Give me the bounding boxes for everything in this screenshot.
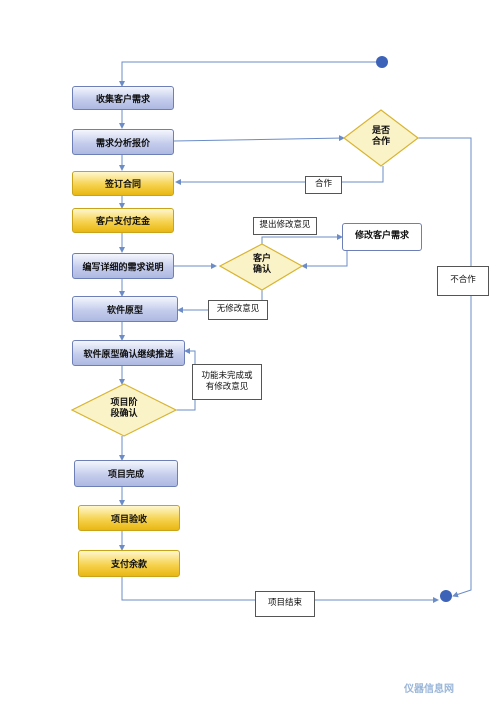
start-dot: [376, 56, 388, 68]
prototype-advance-box: 软件原型确认继续推进: [72, 340, 185, 366]
cooperate-line2: 合作: [371, 136, 390, 147]
revise-requirements-box: 修改客户需求: [342, 223, 422, 251]
project-complete-box: 项目完成: [74, 460, 178, 487]
project-end-note: 项目结束: [255, 591, 315, 617]
feedback-note: 提出修改意见: [253, 217, 317, 235]
prototype-box: 软件原型: [72, 296, 178, 322]
stage-line1: 项目阶: [110, 398, 138, 408]
confirm-diamond: [218, 243, 304, 291]
incomplete-note: 功能未完成或 有修改意见: [192, 364, 262, 400]
edge-not-cooperate-to-end: [418, 137, 472, 598]
cooperate-diamond: [343, 109, 419, 167]
deposit-box: 客户支付定金: [72, 208, 174, 233]
write-spec-box: 编写详细的需求说明: [72, 253, 174, 279]
edge-cooperate-to-contract: [175, 166, 384, 185]
no-change-note: 无修改意见: [208, 300, 268, 320]
edge-balance-to-end: [121, 577, 439, 603]
stage-line2: 段确认: [110, 408, 138, 419]
watermark-logo: 仪器信息网: [404, 684, 454, 695]
edge-start-to-collect: [119, 61, 376, 87]
not-cooperate-note: 不合作: [437, 266, 489, 296]
cooperate-line1: 是否: [371, 126, 390, 136]
confirm-line1: 客户: [252, 254, 271, 264]
stage-diamond: [70, 383, 178, 437]
cooperate-note: 合作: [305, 176, 342, 194]
cooperate-decision-label: 是否 合作: [356, 126, 406, 148]
sign-contract-box: 签订合同: [72, 171, 174, 196]
edge-analysis-to-cooperate: [173, 135, 345, 142]
confirm-line2: 确认: [252, 264, 271, 275]
incomplete-line2: 有修改意见: [205, 382, 249, 392]
project-acceptance-box: 项目验收: [78, 505, 180, 531]
collect-requirements-box: 收集客户需求: [72, 86, 174, 110]
analysis-quote-box: 需求分析报价: [72, 129, 174, 155]
end-dot: [440, 590, 452, 602]
edge-revise-to-confirm: [301, 251, 348, 269]
stage-decision-label: 项目阶 段确认: [94, 398, 154, 420]
confirm-decision-label: 客户 确认: [237, 254, 287, 276]
edge-confirm-to-revise: [261, 234, 343, 244]
incomplete-line1: 功能未完成或: [201, 370, 253, 381]
pay-balance-box: 支付余款: [78, 550, 180, 577]
